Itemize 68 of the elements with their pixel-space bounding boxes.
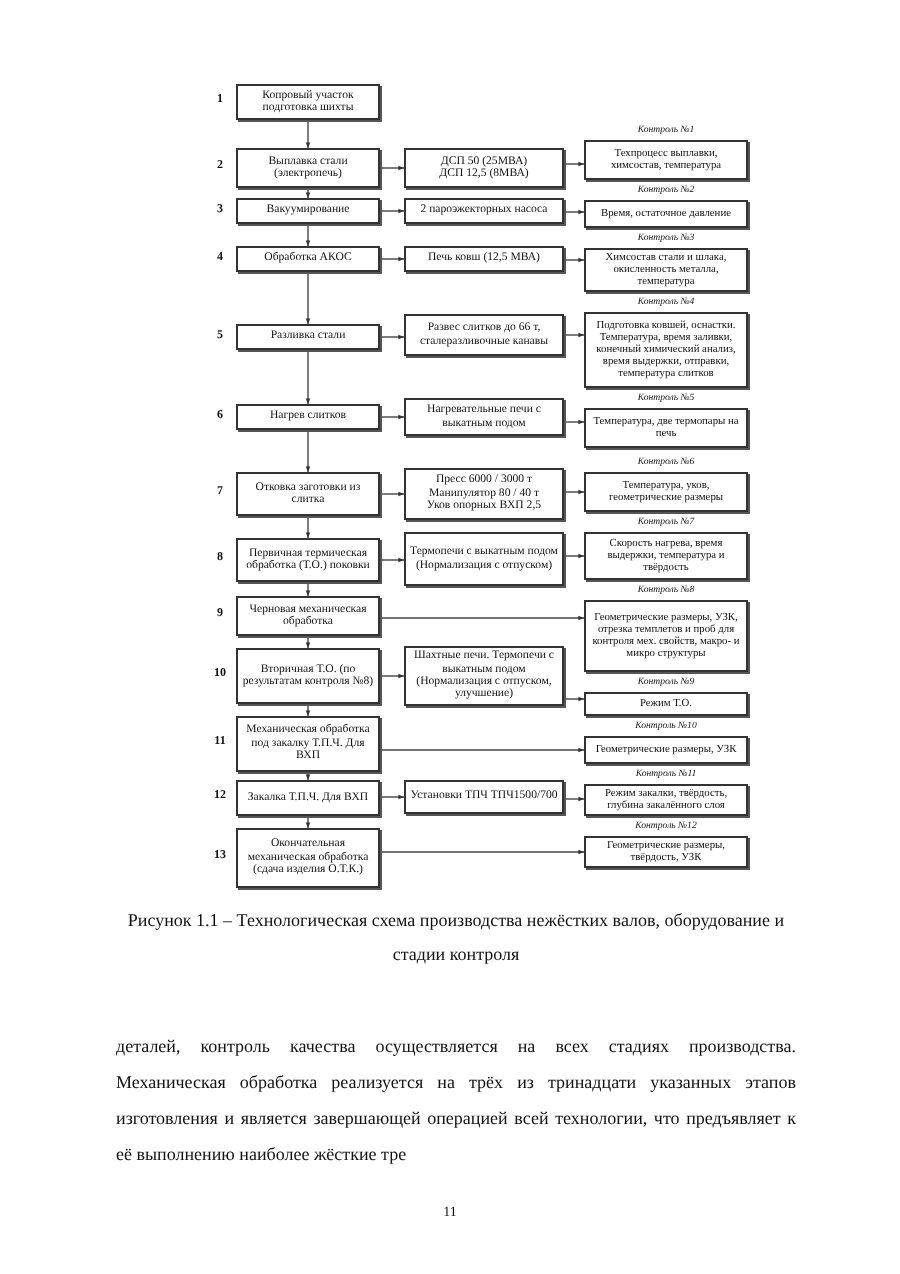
arrow (305, 119, 311, 149)
arrow (379, 334, 405, 340)
process-box (236, 716, 380, 772)
control-box (584, 600, 748, 672)
process-box (236, 538, 380, 582)
arrow (563, 257, 585, 263)
arrow (305, 515, 311, 539)
process-box (236, 404, 380, 430)
arrow (305, 223, 311, 247)
arrow (305, 187, 311, 199)
control-box (584, 140, 748, 180)
arrow (379, 747, 585, 753)
process-box (236, 198, 380, 224)
arrow (379, 256, 405, 262)
arrow (379, 557, 405, 563)
arrow (305, 271, 311, 325)
equipment-box (404, 780, 564, 814)
arrow (379, 165, 405, 171)
process-box (236, 780, 380, 816)
arrow (563, 553, 585, 559)
arrow (563, 161, 585, 167)
arrow (305, 815, 311, 829)
control-box (584, 200, 748, 228)
arrow (563, 489, 585, 495)
arrow (305, 581, 311, 597)
arrow (379, 491, 405, 497)
process-box (236, 246, 380, 272)
process-box (236, 324, 380, 350)
arrow (563, 209, 585, 215)
process-box (236, 596, 380, 636)
figure-caption: Рисунок 1.1 – Технологическая схема производства нежёстких валов, оборудование и стадии контроля (125, 908, 787, 968)
process-box (236, 148, 380, 188)
arrow (563, 332, 585, 338)
arrow (305, 429, 311, 473)
equipment-box (404, 468, 564, 520)
body-paragraph: деталей, контроль качества осуществляется на всех стадиях производства. Механическая обработка реализуется на трёх из тринадцати указанных этапов изготовления и является завершающей операцией всей технологии, что предъявляет к её выполнению наиболее жёсткие тре (116, 1034, 796, 1168)
control-box (584, 312, 748, 388)
arrow (305, 771, 311, 781)
control-box (584, 736, 748, 764)
arrow (305, 703, 311, 717)
control-box (584, 784, 748, 816)
equipment-box (404, 148, 564, 188)
process-box (236, 648, 380, 704)
control-box (584, 836, 748, 868)
control-box (584, 472, 748, 512)
equipment-box (404, 198, 564, 224)
arrow (563, 419, 585, 425)
arrow (379, 414, 405, 420)
equipment-box (404, 532, 564, 586)
arrow (379, 794, 405, 800)
control-box (584, 248, 748, 292)
control-box (584, 692, 748, 716)
arrow (379, 673, 405, 679)
process-box (236, 828, 380, 888)
arrow (379, 615, 585, 621)
arrow (563, 796, 585, 802)
process-box (236, 84, 380, 120)
control-box (584, 408, 748, 448)
control-box (584, 532, 748, 580)
equipment-box (404, 398, 564, 436)
equipment-box (404, 246, 564, 272)
equipment-box (404, 314, 564, 356)
arrow (305, 349, 311, 405)
arrow (563, 696, 585, 702)
arrow (379, 849, 585, 855)
arrow (379, 208, 405, 214)
process-box (236, 472, 380, 516)
arrow (305, 635, 311, 649)
